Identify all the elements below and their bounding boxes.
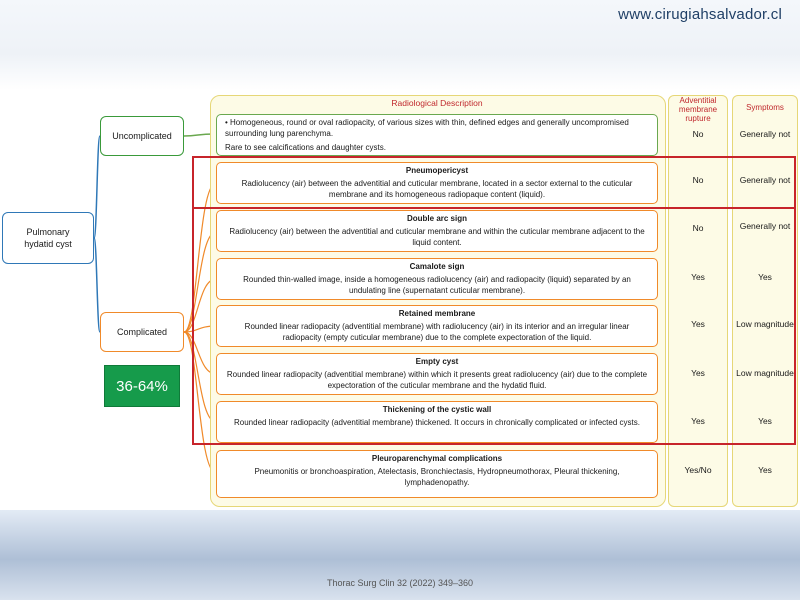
row-retained-membrane: Retained membrane Rounded linear radiopa… [216,305,658,347]
header-url[interactable]: www.cirugiahsalvador.cl [618,6,782,23]
row-body: Pneumonitis or bronchoaspiration, Atelec… [254,466,620,487]
symptoms-cell: Yes [758,416,772,426]
description-header: Radiological Description [391,98,483,108]
symptoms-cell: Yes [758,465,772,475]
row-body: Radiolucency (air) between the adventiti… [229,226,645,247]
rupture-header: Adventitial membrane rupture [668,96,728,123]
row-empty-cyst: Empty cyst Rounded linear radiopacity (a… [216,353,658,395]
rupture-cell: Yes [691,368,705,378]
rupture-cell: No [692,223,704,233]
root-line2: hydatid cyst [24,239,72,249]
row-cystic-wall: Thickening of the cystic wall Rounded li… [216,401,658,443]
symptoms-header: Symptoms [746,103,784,112]
symptoms-cell: Low magnitude [736,319,794,329]
uncomplicated-description: • Homogeneous, round or oval radiopacity… [216,114,658,156]
rupture-column [668,95,728,507]
rupture-cell: Yes/No [684,465,712,475]
row-pleuroparenchymal: Pleuroparenchymal complications Pneumoni… [216,450,658,498]
highlight-frame-top [192,156,796,209]
rupture-cell: No [692,175,704,185]
symptoms-cell: Generally not [739,221,791,231]
rupture-header-line3: rupture [685,113,711,123]
row-body: Radiolucency (air) between the adventiti… [241,178,633,199]
complicated-node: Complicated [100,312,184,352]
row-body: Rounded linear radiopacity (adventitial … [244,321,630,342]
symptoms-cell: Yes [758,272,772,282]
row-title: Pleuroparenchymal complications [371,454,503,463]
footer-band [0,510,800,600]
uncomplicated-node: Uncomplicated [100,116,184,156]
highlight-frame-bottom [192,207,796,445]
citation: Thorac Surg Clin 32 (2022) 349–360 [326,578,474,588]
row-body: Rounded thin-walled image, inside a homo… [243,274,631,295]
row-title: Camalote sign [409,262,465,271]
row-title: Empty cyst [415,357,459,366]
symptoms-cell: Generally not [739,175,791,185]
uncomplicated-note: Rare to see calcifications and daughter … [225,142,386,152]
row-body: Rounded linear radiopacity (adventitial … [234,417,640,427]
symptoms-cell: Low magnitude [736,368,794,378]
rupture-cell: Yes [691,319,705,329]
rupture-cell: Yes [691,416,705,426]
symptoms-column [732,95,798,507]
uncomplicated-bullet: • Homogeneous, round or oval radiopacity… [225,118,629,138]
row-pneumopericyst: Pneumopericyst Radiolucency (air) betwee… [216,162,658,204]
root-line1: Pulmonary [26,226,70,237]
percentage-badge: 36-64% [104,365,180,407]
row-body: Rounded linear radiopacity (adventitial … [226,369,648,390]
header-band [0,0,800,90]
root-node: Pulmonary hydatid cyst [2,212,94,264]
row-double-arc: Double arc sign Radiolucency (air) betwe… [216,210,658,252]
row-title: Thickening of the cystic wall [382,405,492,414]
uncomplicated-symptoms: Generally not [739,129,791,139]
row-title: Double arc sign [406,214,467,223]
uncomplicated-rupture: No [692,129,704,139]
row-title: Pneumopericyst [405,166,469,175]
row-title: Retained membrane [398,309,476,318]
row-camalote: Camalote sign Rounded thin-walled image,… [216,258,658,300]
rupture-header-line2: membrane [678,104,718,114]
rupture-header-line1: Adventitial [679,96,717,105]
rupture-cell: Yes [691,272,705,282]
